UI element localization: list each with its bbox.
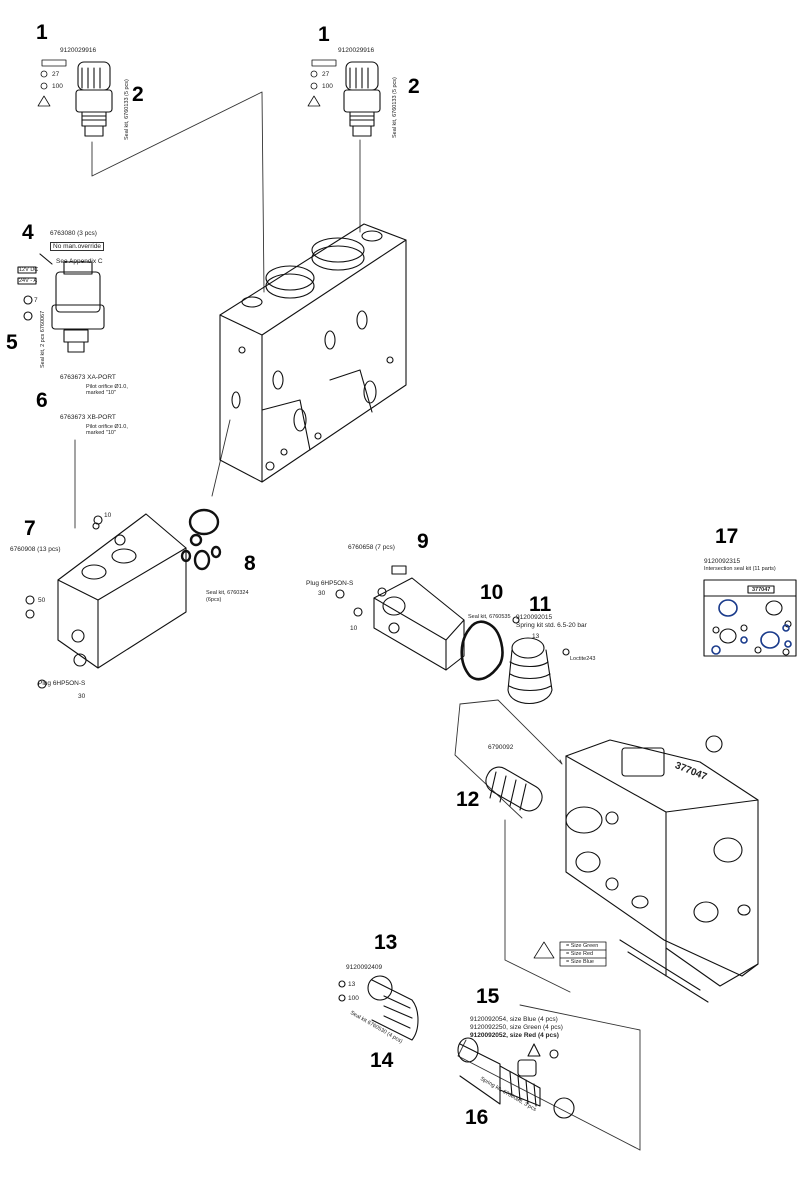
p17-desc: Intersection seal kit (11 parts) xyxy=(704,566,776,572)
size-info-block xyxy=(533,941,607,967)
end-cap xyxy=(335,565,465,671)
callout-8: 8 xyxy=(244,552,256,575)
leader-lines xyxy=(74,91,641,1151)
main-valve-housing-lower xyxy=(565,735,759,1003)
p11-desc: Spring kit std. 6.5-20 bar xyxy=(516,622,587,629)
callout-6: 6 xyxy=(36,389,48,412)
size-blue: = Size Blue xyxy=(566,959,594,965)
main-valve-housing-upper xyxy=(219,223,407,483)
callout-2-right: 2 xyxy=(408,75,420,98)
p8-seal: Seal kit, 6760324 xyxy=(206,590,249,596)
callout-1-right: 1 xyxy=(318,23,330,46)
callout-2-left: 2 xyxy=(132,83,144,106)
p6-xb-port: 6763673 XB-PORT xyxy=(60,414,116,421)
p1-part-number-left: 9120029916 xyxy=(60,47,97,54)
p17-part: 9120092315 xyxy=(704,558,741,565)
p5-seal: Seal kit, 2 pcs 6760067 xyxy=(40,310,46,368)
p10-seal: Seal kit, 6760535 xyxy=(468,614,511,620)
torque-30-p9: 30 xyxy=(318,590,326,597)
callout-9: 9 xyxy=(417,530,429,553)
callout-13: 13 xyxy=(374,931,398,954)
torque-30-p7: 30 xyxy=(78,693,86,700)
p15-line1: 9120092054, size Blue (4 pcs) xyxy=(470,1016,558,1023)
p1-part-number-right: 9120029916 xyxy=(338,47,375,54)
torque-50-p7: 50 xyxy=(38,597,46,604)
p4-appendix: See Appendix C xyxy=(56,258,103,265)
torque-27-right: 27 xyxy=(322,71,330,78)
callout-11: 11 xyxy=(529,593,552,616)
p1-seal-right: Seal kit, 6760133 (5 pcs) xyxy=(392,77,398,138)
torque-27-left: 27 xyxy=(52,71,60,78)
p9-part: 6760658 (7 pcs) xyxy=(348,544,395,551)
torque-13-p11: 13 xyxy=(532,633,540,640)
torque-icons xyxy=(37,59,337,107)
pilot-block xyxy=(25,513,187,689)
size-green: = Size Green xyxy=(566,943,599,949)
relief-valve-left xyxy=(75,61,113,137)
callout-1-left: 1 xyxy=(36,21,48,44)
torque-10-p7: 10 xyxy=(104,512,112,519)
p12-part: 6790092 xyxy=(488,744,514,751)
intersection-seal-block xyxy=(703,579,797,657)
callout-12: 12 xyxy=(456,788,480,811)
shock-spring-assembly xyxy=(457,1037,575,1119)
p6-xb-sub: Pilot orifice Ø1.0, marked "10" xyxy=(86,424,128,437)
p4-part: 6763080 (3 pcs) xyxy=(50,230,97,237)
callout-14: 14 xyxy=(370,1049,394,1072)
p7-part: 6760908 (13 pcs) xyxy=(10,546,61,553)
p4-volt-12: 12V DC xyxy=(19,267,39,273)
callout-17: 17 xyxy=(715,525,739,548)
p8-qty: (6pcs) xyxy=(206,597,222,603)
torque-13-p13: 13 xyxy=(348,981,356,988)
p13-part: 9120092409 xyxy=(346,964,383,971)
relief-valve-right xyxy=(343,61,381,137)
spool xyxy=(485,766,543,812)
check-valve xyxy=(338,975,419,1041)
p17-stamp: 377047 xyxy=(752,587,771,593)
p15-line2: 9120092250, size Green (4 pcs) xyxy=(470,1024,563,1031)
torque-100-left: 100 xyxy=(52,83,63,90)
p7-plug: Plug 6HP5ON-S xyxy=(38,680,86,687)
solenoid-valve xyxy=(17,253,105,353)
callout-16: 16 xyxy=(465,1106,489,1129)
callout-5: 5 xyxy=(6,331,18,354)
torque-100-right: 100 xyxy=(322,83,333,90)
p11-loctite: Loctite243 xyxy=(570,656,596,662)
p6-xa-port: 6763673 XA-PORT xyxy=(60,374,116,381)
torque-7: 7 xyxy=(34,297,38,304)
size-red: = Size Red xyxy=(566,951,594,957)
torque-10-p9: 10 xyxy=(350,625,358,632)
p4-override: No man.override xyxy=(50,242,105,252)
p1-seal-left: Seal kit, 6760133 (5 pcs) xyxy=(124,79,130,140)
p4-volt-24: 24V - A xyxy=(19,278,38,284)
callout-7: 7 xyxy=(24,517,36,540)
seal-ring xyxy=(460,620,504,681)
spring-kit xyxy=(507,616,570,704)
intersection-seal-rings xyxy=(711,599,792,655)
o-ring-seals xyxy=(180,508,222,571)
torque-100-p13: 100 xyxy=(348,995,359,1002)
p11-part: 9120092015 xyxy=(516,614,553,621)
callout-10: 10 xyxy=(480,581,504,604)
p15-line3: 9120092052, size Red (4 pcs) xyxy=(470,1032,559,1039)
p9-plug: Plug 6HP5ON-S xyxy=(306,580,354,587)
callout-4: 4 xyxy=(22,221,34,244)
callout-15: 15 xyxy=(476,985,500,1008)
p6-xa-sub: Pilot orifice Ø1.0, marked "10" xyxy=(86,384,128,397)
